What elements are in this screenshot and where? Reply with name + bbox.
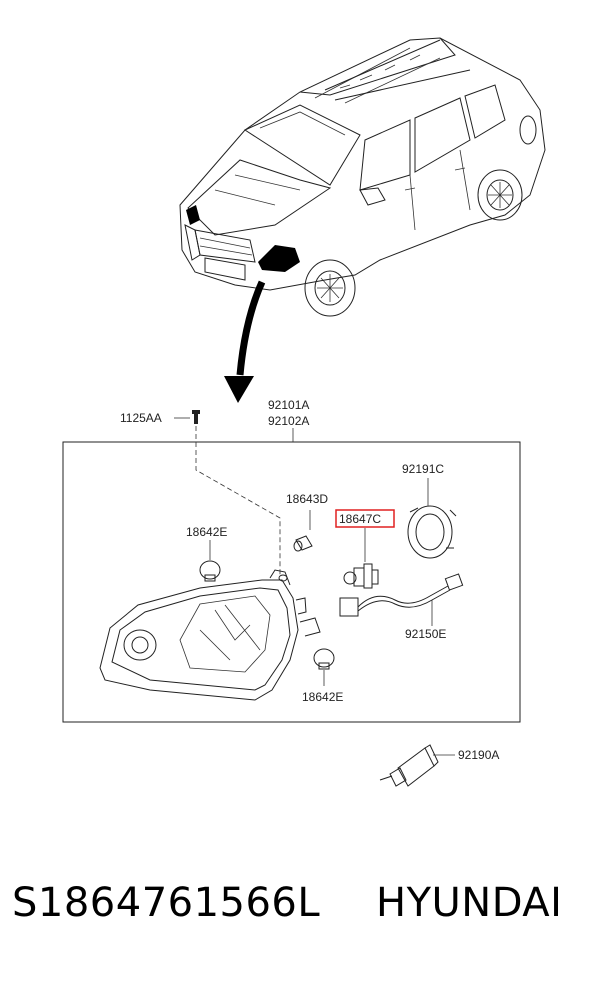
detail-frame bbox=[62, 441, 521, 723]
part-number-caption: S1864761566L bbox=[12, 880, 321, 926]
highlight-box bbox=[335, 509, 395, 528]
bulb-head-icon bbox=[343, 563, 379, 589]
label-wiring: 92150E bbox=[405, 627, 446, 641]
label-socket: 92190A bbox=[458, 748, 499, 762]
wiring-harness-icon bbox=[339, 573, 464, 617]
label-bolt: 1125AA bbox=[120, 411, 162, 425]
vehicle-illustration bbox=[179, 37, 546, 317]
brand-caption: HYUNDAI bbox=[376, 880, 563, 926]
socket-icon bbox=[379, 744, 439, 787]
bulb-turn-bottom-icon bbox=[313, 648, 335, 670]
label-bulb-side: 18643D bbox=[286, 492, 328, 506]
label-cap: 92191C bbox=[402, 462, 444, 476]
label-bulb-turn-top: 18642E bbox=[186, 525, 227, 539]
bulb-side-icon bbox=[293, 535, 313, 552]
label-bulb-turn-bottom: 18642E bbox=[302, 690, 343, 704]
bolt-dashed-line bbox=[195, 426, 281, 575]
label-headlamp-lh: 92101A bbox=[268, 398, 309, 412]
headlamp-assembly bbox=[99, 569, 321, 701]
bulb-turn-top-icon bbox=[199, 560, 221, 582]
label-headlamp-rh: 92102A bbox=[268, 414, 309, 428]
cap-ring-icon bbox=[407, 505, 457, 559]
label-bulb-head: 18647C bbox=[339, 512, 381, 526]
pointer-arrow bbox=[224, 280, 266, 403]
bolt-icon bbox=[192, 410, 200, 424]
